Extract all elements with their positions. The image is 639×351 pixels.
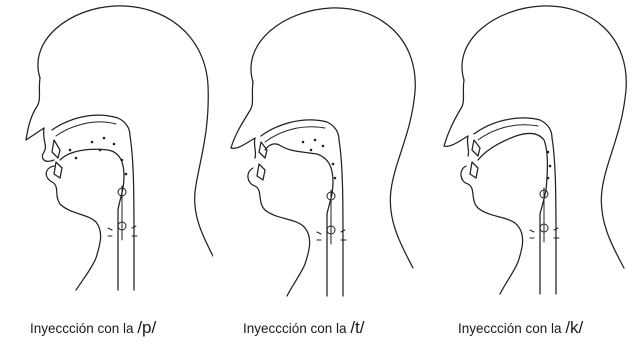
lower-lip-chin xyxy=(461,166,523,294)
upper-teeth xyxy=(259,142,267,158)
diagram-panel-t: Inyeccción con la /t/ xyxy=(205,0,418,351)
caption-p: Inyeccción con la /p/ xyxy=(30,318,156,338)
forehead-nose xyxy=(26,78,44,140)
upper-teeth xyxy=(52,140,60,158)
lower-teeth xyxy=(470,162,478,178)
tongue xyxy=(478,133,547,214)
head-outline xyxy=(251,8,415,268)
head-sagittal-section-p xyxy=(0,0,213,310)
diagram-panel-k: Inyeccción con la /k/ xyxy=(420,0,633,351)
pharynx-back-wall xyxy=(552,138,556,294)
lower-teeth xyxy=(257,164,265,180)
palate-inner xyxy=(56,122,116,136)
diagram-panel-p: Inyeccción con la /p/ xyxy=(0,0,213,351)
palate xyxy=(52,115,130,136)
caption-k: Inyeccción con la /k/ xyxy=(458,318,583,338)
head-outline xyxy=(38,6,213,260)
head-sagittal-section-k xyxy=(420,0,633,310)
upper-lip xyxy=(254,138,255,158)
tongue xyxy=(265,144,333,214)
upper-teeth xyxy=(472,140,480,156)
forehead-nose xyxy=(231,82,255,148)
pharynx-back-wall xyxy=(339,140,343,296)
head-sagittal-section-t xyxy=(205,0,418,310)
lower-lip-chin xyxy=(46,166,100,290)
upper-lip xyxy=(467,136,468,156)
tongue xyxy=(60,149,124,210)
lower-teeth xyxy=(54,162,62,178)
air-pressure-dots xyxy=(302,139,337,180)
caption-t: Inyeccción con la /t/ xyxy=(243,318,364,338)
forehead-nose xyxy=(444,80,468,146)
pharynx-back-wall xyxy=(130,136,134,290)
upper-lip xyxy=(42,128,54,161)
palate-inner xyxy=(478,125,538,140)
lower-lip-chin xyxy=(248,168,310,296)
